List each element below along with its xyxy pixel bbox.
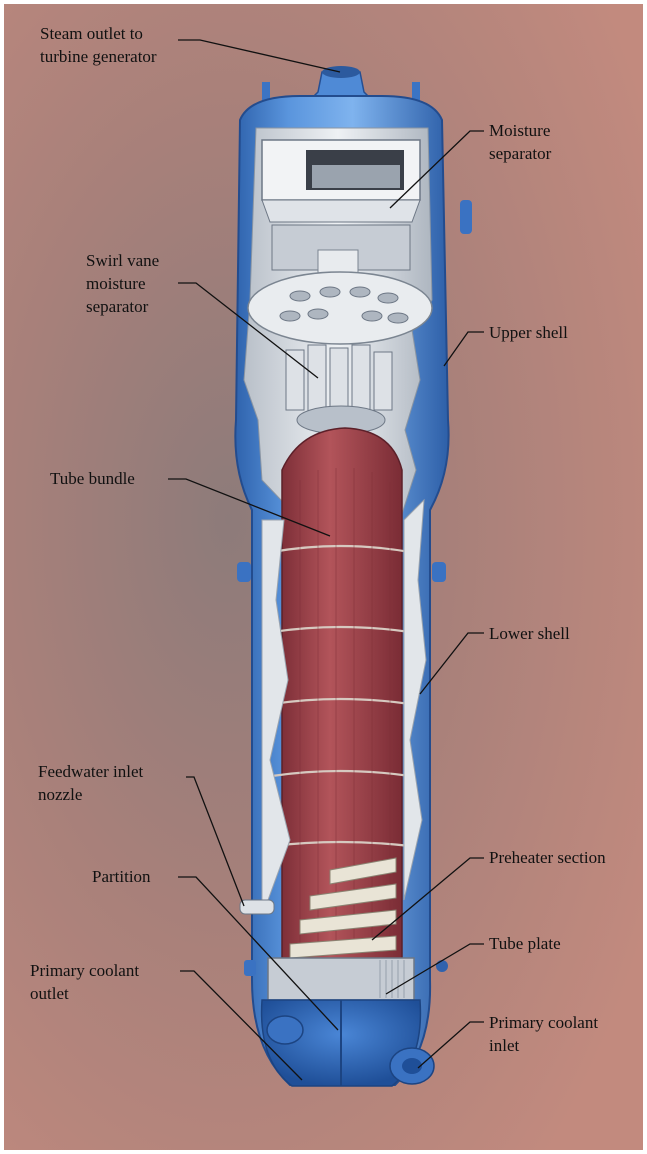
swirl-vane-deck	[248, 272, 432, 344]
label-line: separator	[86, 295, 159, 318]
label-line: Moisture	[489, 119, 551, 142]
label-preheater-section: Preheater section	[489, 846, 606, 869]
label-primary-coolant-outlet: Primary coolant outlet	[30, 959, 139, 1005]
label-primary-coolant-inlet: Primary coolant inlet	[489, 1011, 598, 1057]
label-line: Steam outlet to	[40, 22, 157, 45]
label-line: outlet	[30, 982, 139, 1005]
label-line: Lower shell	[489, 622, 570, 645]
label-swirl-vane: Swirl vane moisture separator	[86, 249, 159, 318]
label-tube-plate: Tube plate	[489, 932, 561, 955]
label-upper-shell: Upper shell	[489, 321, 568, 344]
label-line: Tube bundle	[50, 467, 135, 490]
label-line: Primary coolant	[30, 959, 139, 982]
label-partition: Partition	[92, 865, 151, 888]
label-line: turbine generator	[40, 45, 157, 68]
label-line: Upper shell	[489, 321, 568, 344]
label-line: Tube plate	[489, 932, 561, 955]
label-line: Feedwater inlet	[38, 760, 143, 783]
label-tube-bundle: Tube bundle	[50, 467, 135, 490]
label-moisture-separator: Moisture separator	[489, 119, 551, 165]
label-line: Partition	[92, 865, 151, 888]
feedwater-nozzle	[240, 900, 274, 914]
label-line: separator	[489, 142, 551, 165]
label-line: moisture	[86, 272, 159, 295]
label-line: inlet	[489, 1034, 598, 1057]
label-line: Preheater section	[489, 846, 606, 869]
label-lower-shell: Lower shell	[489, 622, 570, 645]
label-feedwater-inlet: Feedwater inlet nozzle	[38, 760, 143, 806]
label-steam-outlet: Steam outlet to turbine generator	[40, 22, 157, 68]
label-line: Swirl vane	[86, 249, 159, 272]
label-line: Primary coolant	[489, 1011, 598, 1034]
label-line: nozzle	[38, 783, 143, 806]
